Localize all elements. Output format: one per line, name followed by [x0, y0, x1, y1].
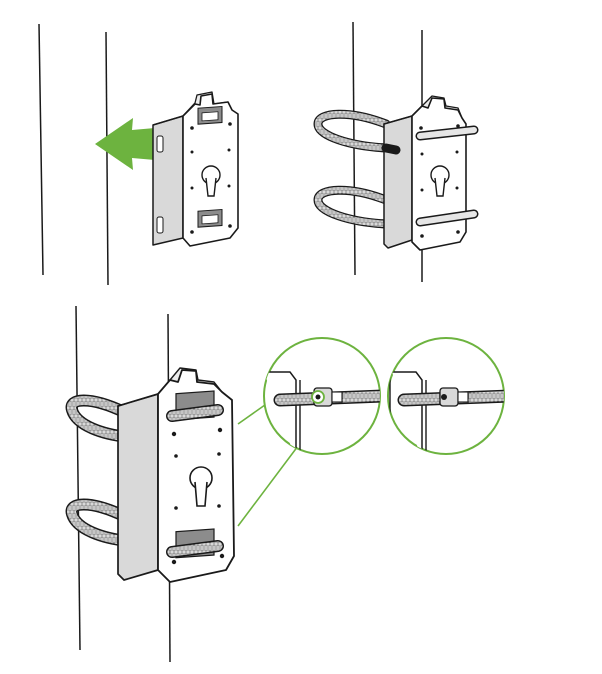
detail-callout-clamp-loose	[263, 337, 381, 455]
bracket-step-2	[383, 95, 467, 251]
detail-callout-clamp-tightened	[387, 337, 505, 455]
step-3-panel	[65, 305, 505, 663]
step-1-panel	[38, 23, 239, 286]
green-arrow-icon	[95, 118, 155, 170]
pole-left-edge	[38, 23, 44, 276]
pole-right-edge	[105, 31, 109, 286]
pole-left-edge	[75, 305, 81, 651]
step-2-panel	[313, 21, 479, 282]
bracket-step-1	[152, 91, 239, 247]
